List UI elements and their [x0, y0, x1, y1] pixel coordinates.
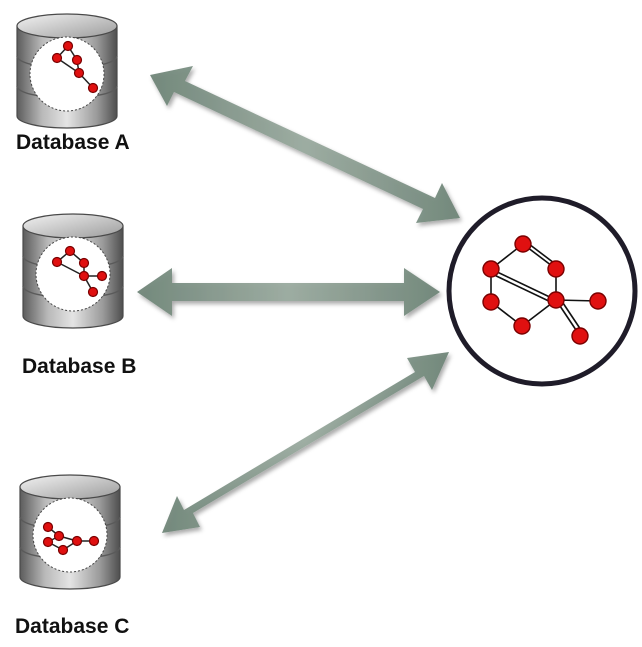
- integrated-hub: [446, 195, 638, 387]
- database-a-label: Database A: [16, 131, 130, 154]
- database-c-label: Database C: [15, 615, 130, 638]
- database-b-label: Database B: [22, 355, 137, 378]
- arrow-database-c-hub: [162, 352, 449, 533]
- database-b: [22, 213, 124, 329]
- arrow-database-a-hub: [150, 66, 460, 223]
- arrow-database-b-hub: [137, 268, 440, 316]
- database-icon: [16, 13, 118, 129]
- database-icon: [19, 474, 121, 590]
- database-c: [19, 474, 121, 590]
- database-a: [16, 13, 118, 129]
